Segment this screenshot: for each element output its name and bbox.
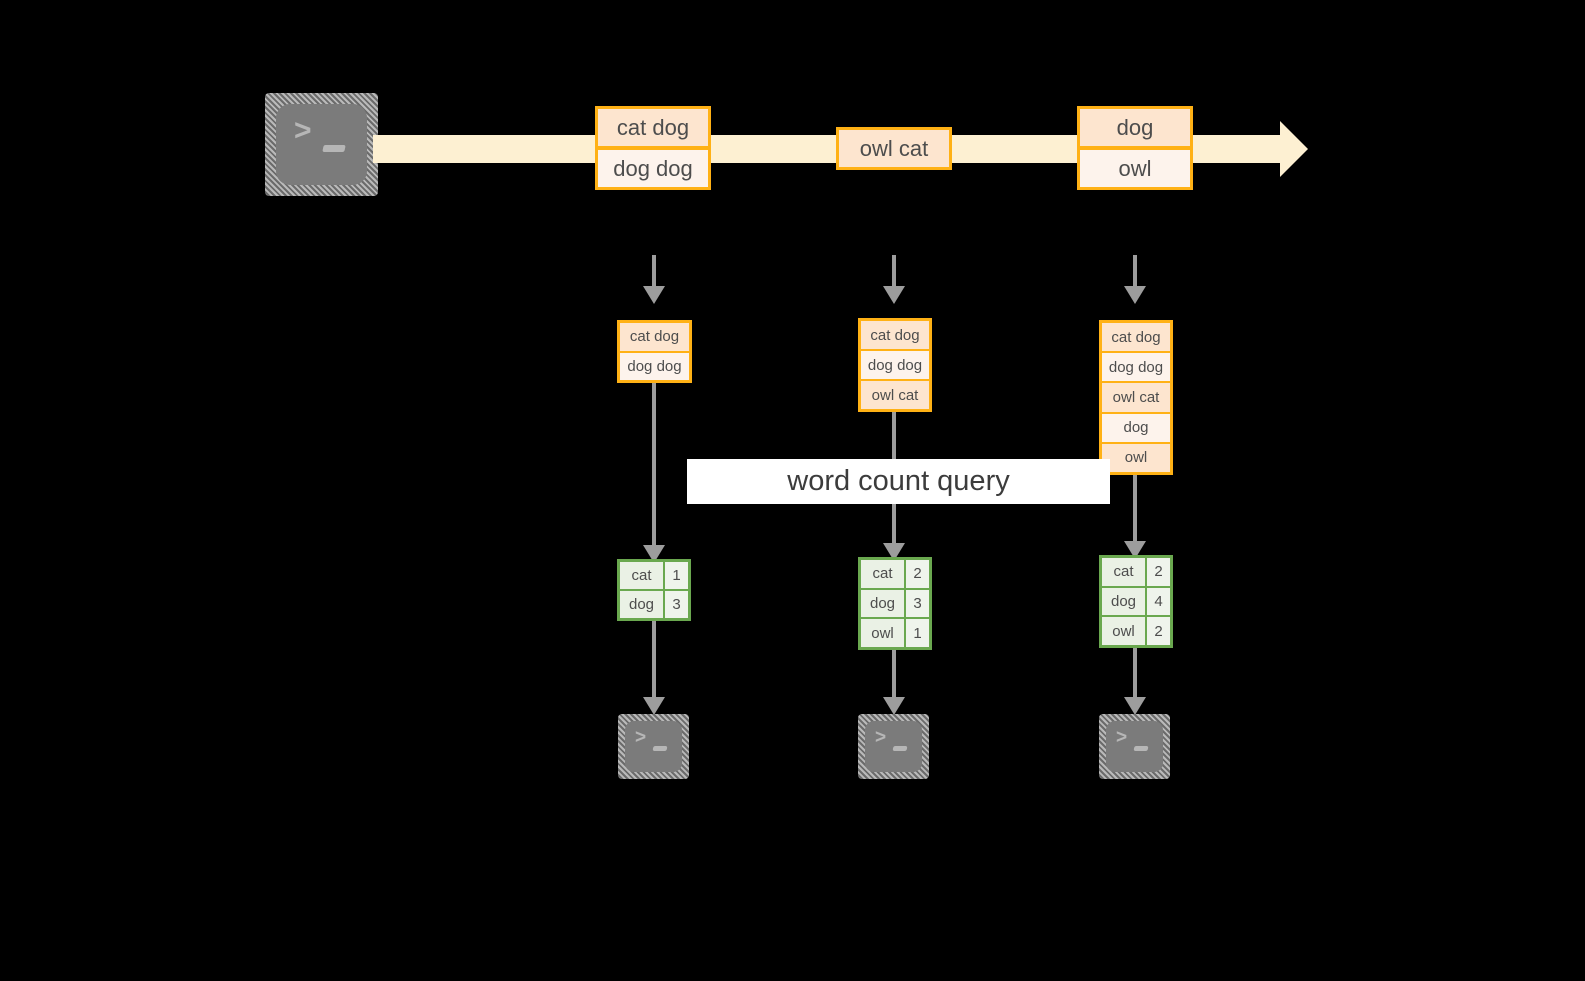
trigger-arrow-line <box>652 255 656 286</box>
stream-record: owl <box>1077 147 1193 190</box>
table-cell-count: 3 <box>906 589 929 618</box>
table-row: owl 2 <box>1102 617 1170 646</box>
table-cell-count: 1 <box>906 619 929 648</box>
table-cell-word: cat <box>1102 558 1147 586</box>
table-cell-word: owl <box>861 619 906 648</box>
output-arrow-head-icon <box>1124 697 1146 715</box>
table-cell-word: dog <box>861 589 906 618</box>
stack-row: cat dog <box>861 321 929 351</box>
table-cell-count: 4 <box>1147 587 1170 616</box>
stack-row: owl cat <box>1102 383 1170 414</box>
stack-row: owl cat <box>861 381 929 409</box>
trigger-arrow-line <box>1133 255 1137 286</box>
query-arrow-head-icon <box>643 545 665 563</box>
table-cell-count: 2 <box>906 560 929 588</box>
table-cell-word: cat <box>620 562 665 589</box>
table-row: dog 4 <box>1102 587 1170 618</box>
word-count-result-table: cat 2 dog 4 owl 2 <box>1099 555 1173 648</box>
prompt-chevron-icon: > <box>635 727 647 748</box>
prompt-chevron-icon: > <box>875 727 887 748</box>
table-cell-count: 1 <box>665 562 688 589</box>
prompt-cursor-icon <box>652 746 668 751</box>
query-arrow-head-icon <box>1124 541 1146 559</box>
terminal-screen <box>276 104 367 185</box>
table-cell-count: 2 <box>1147 558 1170 586</box>
prompt-cursor-icon <box>1133 746 1149 751</box>
accumulated-records-stack: cat dog dog dog owl cat <box>858 318 932 412</box>
prompt-cursor-icon <box>322 145 346 152</box>
source-terminal-icon: > <box>265 93 378 196</box>
query-label-banner: word count query <box>687 459 1110 504</box>
stack-row: cat dog <box>620 323 689 353</box>
stream-record: cat dog <box>595 106 711 149</box>
accumulated-records-stack: cat dog dog dog <box>617 320 692 383</box>
table-cell-word: dog <box>620 591 665 618</box>
word-count-result-table: cat 1 dog 3 <box>617 559 691 621</box>
table-row: owl 1 <box>861 619 929 648</box>
table-cell-word: cat <box>861 560 906 588</box>
table-row: cat 1 <box>620 562 688 591</box>
stack-row: dog dog <box>861 351 929 381</box>
table-cell-count: 2 <box>1147 617 1170 646</box>
sink-terminal-icon: > <box>618 714 689 779</box>
table-row: dog 3 <box>620 591 688 618</box>
trigger-arrow-head-icon <box>883 286 905 304</box>
stream-record: dog dog <box>595 147 711 190</box>
output-arrow-line <box>892 650 896 697</box>
trigger-arrow-line <box>892 255 896 286</box>
output-arrow-line <box>652 621 656 697</box>
stack-row: dog dog <box>620 352 689 380</box>
sink-terminal-icon: > <box>858 714 929 779</box>
prompt-cursor-icon <box>892 746 908 751</box>
prompt-chevron-icon: > <box>1116 727 1128 748</box>
stack-row: dog dog <box>1102 353 1170 384</box>
event-stream-arrowhead-icon <box>1280 121 1308 177</box>
output-arrow-line <box>1133 648 1137 697</box>
query-arrow-line <box>1133 475 1137 541</box>
trigger-arrow-head-icon <box>1124 286 1146 304</box>
query-arrow-line <box>652 383 656 545</box>
stack-row: owl <box>1102 443 1170 473</box>
stream-record: owl cat <box>836 127 952 170</box>
output-arrow-head-icon <box>883 697 905 715</box>
stack-row: dog <box>1102 413 1170 444</box>
table-cell-count: 3 <box>665 591 688 618</box>
trigger-arrow-head-icon <box>643 286 665 304</box>
table-cell-word: owl <box>1102 617 1147 646</box>
accumulated-records-stack: cat dog dog dog owl cat dog owl <box>1099 320 1173 475</box>
output-arrow-head-icon <box>643 697 665 715</box>
sink-terminal-icon: > <box>1099 714 1170 779</box>
table-row: dog 3 <box>861 589 929 620</box>
table-cell-word: dog <box>1102 587 1147 616</box>
prompt-chevron-icon: > <box>294 114 312 147</box>
stack-row: cat dog <box>1102 323 1170 354</box>
stream-record: dog <box>1077 106 1193 149</box>
table-row: cat 2 <box>861 560 929 590</box>
table-row: cat 2 <box>1102 558 1170 588</box>
query-arrow-head-icon <box>883 543 905 561</box>
word-count-result-table: cat 2 dog 3 owl 1 <box>858 557 932 650</box>
